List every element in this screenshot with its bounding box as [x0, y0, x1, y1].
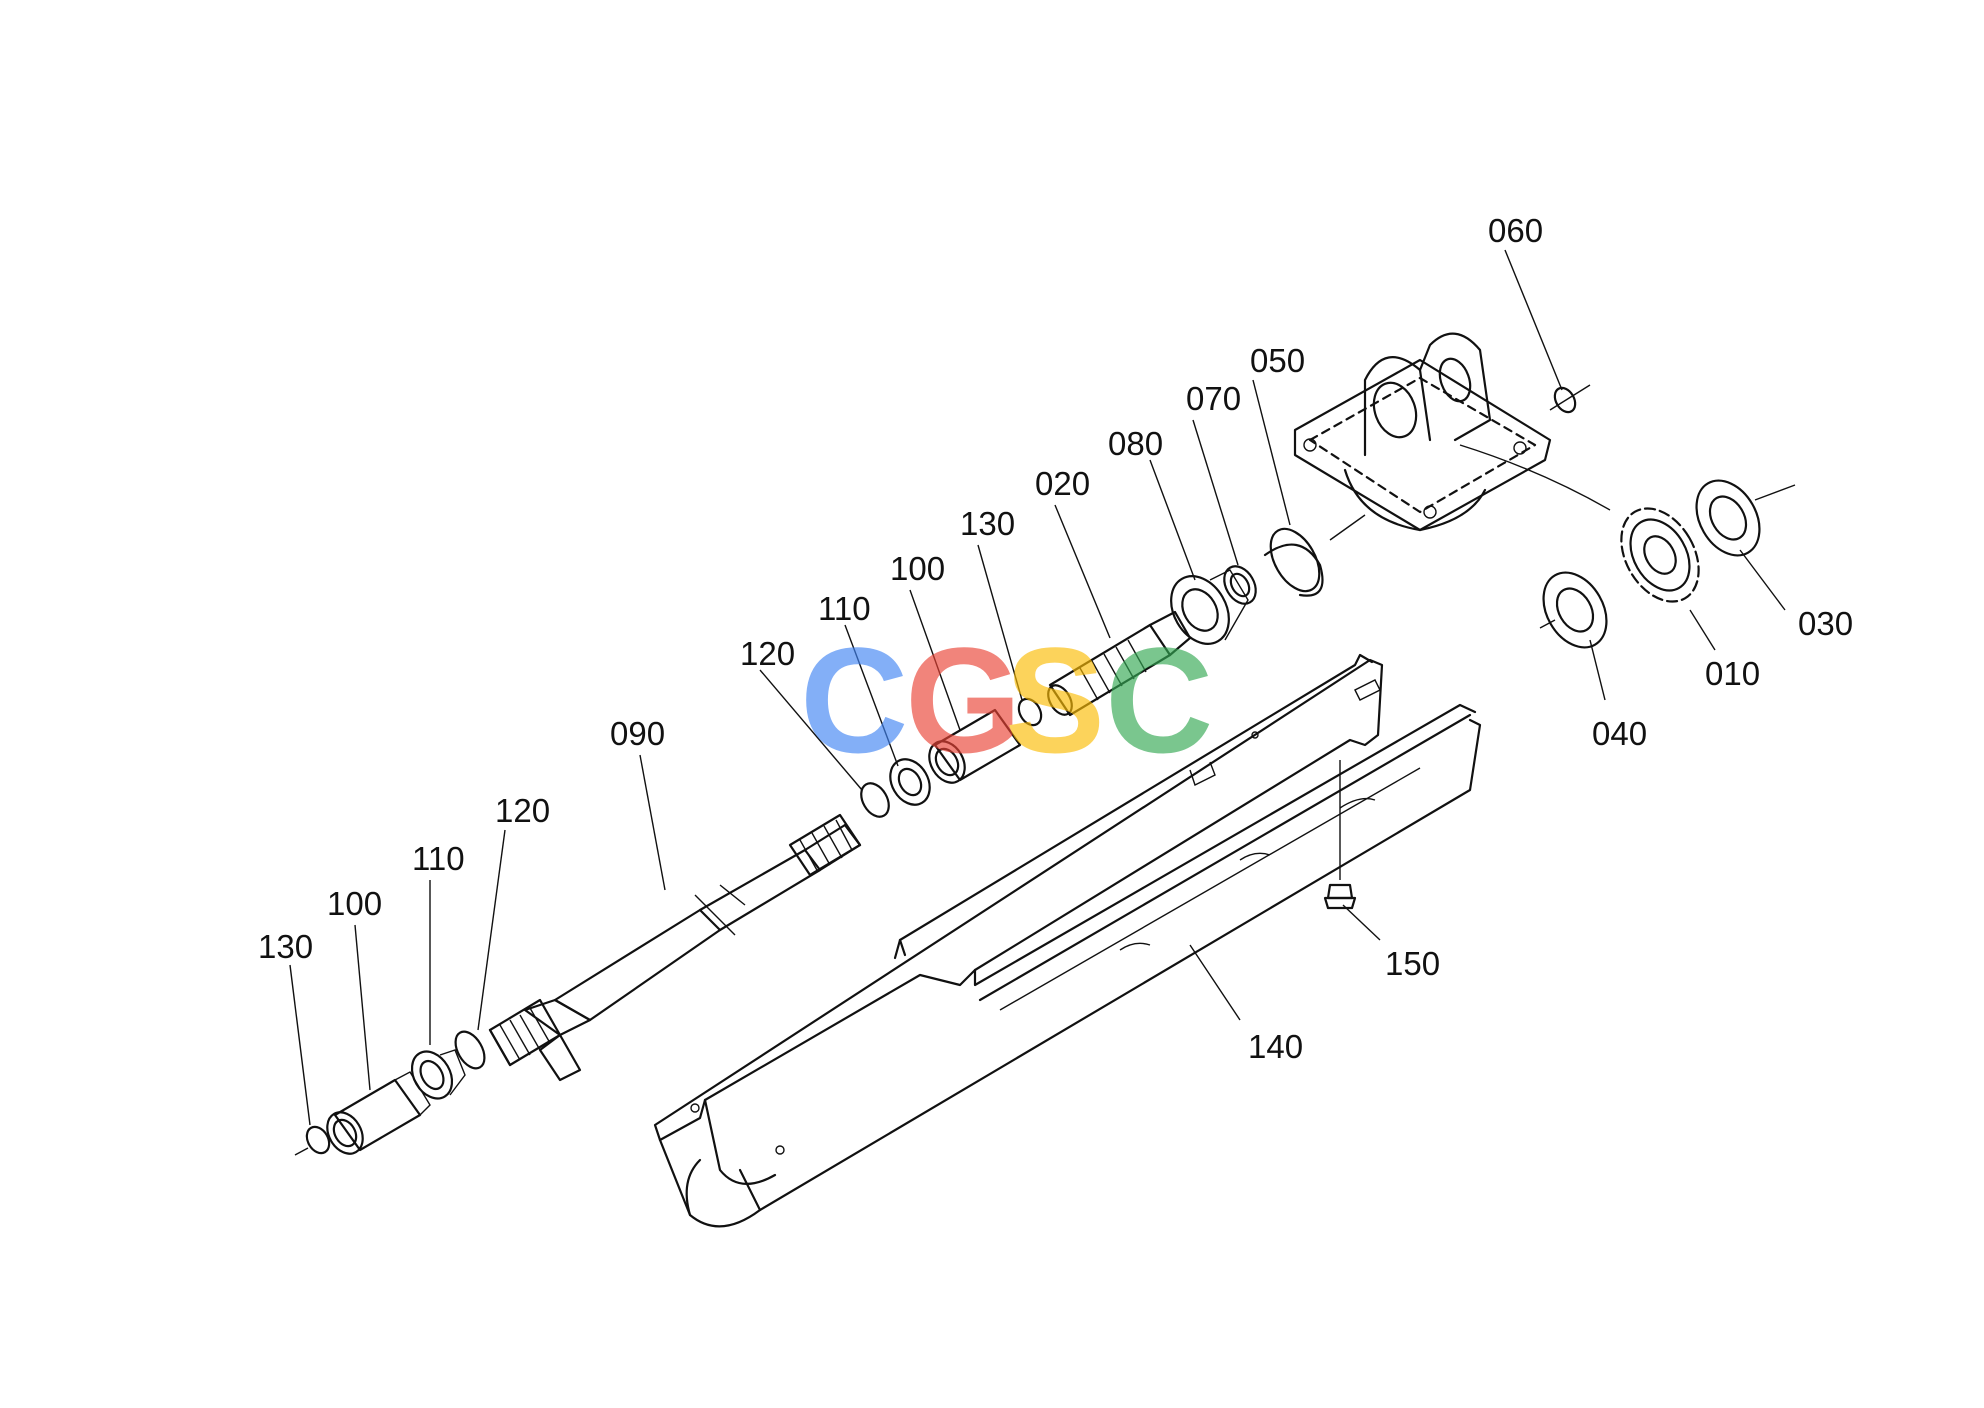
watermark-letter-4: C — [1105, 616, 1213, 784]
watermark-letter-1: C — [800, 616, 908, 784]
middle-assembly — [759, 504, 1192, 818]
label-040: 040 — [1592, 715, 1647, 752]
label-110-middle: 110 — [818, 590, 871, 627]
label-150: 150 — [1385, 945, 1440, 982]
label-030: 030 — [1798, 605, 1853, 642]
label-100-left: 100 — [327, 885, 382, 922]
label-070: 070 — [1186, 380, 1241, 417]
gear-housing — [1293, 332, 1611, 532]
right-bearings — [1149, 379, 1366, 645]
watermark-letter-3: S — [1005, 616, 1105, 784]
gear-010 — [1620, 507, 1716, 651]
label-120-middle: 120 — [740, 635, 795, 672]
part-labels: 060 050 070 080 020 130 100 110 120 090 … — [258, 212, 1853, 1065]
label-130-left: 130 — [258, 928, 313, 965]
label-110-left: 110 — [412, 840, 465, 877]
label-100-middle: 100 — [890, 550, 945, 587]
label-130-middle: 130 — [960, 505, 1015, 542]
label-010: 010 — [1705, 655, 1760, 692]
label-090: 090 — [610, 715, 665, 752]
left-assembly — [289, 829, 512, 1156]
nut-060 — [1504, 249, 1591, 414]
bearing-030 — [1695, 479, 1796, 611]
label-120-left: 120 — [495, 792, 550, 829]
bolt-150 — [1323, 760, 1381, 941]
watermark-logo: C G S C — [800, 616, 1213, 784]
label-020: 020 — [1035, 465, 1090, 502]
cover-trough-140 — [653, 653, 1482, 1228]
label-050: 050 — [1250, 342, 1305, 379]
bearing-040 — [1539, 571, 1608, 701]
label-060: 060 — [1488, 212, 1543, 249]
watermark-letter-2: G — [905, 616, 1022, 784]
label-080: 080 — [1108, 425, 1163, 462]
label-140: 140 — [1248, 1028, 1303, 1065]
